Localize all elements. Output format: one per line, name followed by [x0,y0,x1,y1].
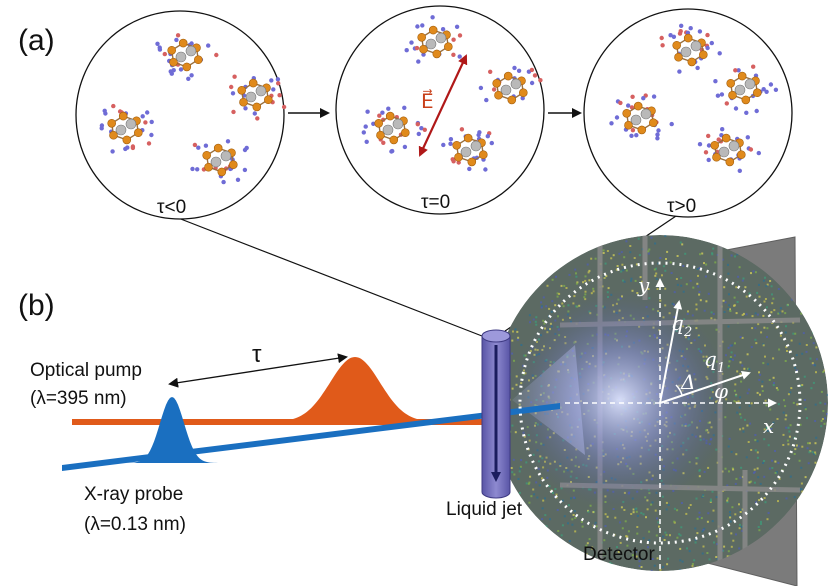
tau-negative-label: τ<0 [157,197,186,218]
molecule [659,23,722,74]
delay-tau-label: τ [252,341,262,368]
pump-beam [72,419,492,425]
panel-a-label: (a) [18,24,55,57]
jet-label: Liquid jet [446,499,523,520]
q2-label: q [671,311,684,335]
molecule [361,105,427,154]
scattering-cone [512,345,585,455]
y-axis-label: y [637,273,650,297]
molecule [713,64,779,116]
q2-subscript: 2 [683,325,692,340]
pump-wavelength: (λ=395 nm) [30,388,127,409]
detector-label: Detector [583,544,655,565]
q1-vector [659,370,751,404]
pump-pulse [285,357,425,422]
q2-vector [659,300,683,404]
molecule [155,33,219,82]
molecule [190,139,249,185]
probe-wavelength: (λ=0.13 nm) [84,514,186,535]
delay-arrow [168,353,348,388]
delta-arc [675,384,683,396]
tau-positive-label: τ>0 [667,196,696,217]
probe-pulse [124,397,220,463]
molecule [697,127,761,173]
field-label: E⃗ [421,88,434,113]
delta-label: Δ [680,370,695,394]
probe-label: X-ray probe [84,484,183,505]
x-axis-label: x [763,414,774,438]
scattering-glow [510,290,730,510]
molecule [99,103,154,154]
q1-subscript: 1 [717,361,725,376]
liquid-jet-top [481,329,511,343]
field-arrow [418,54,468,157]
pump-label: Optical pump [30,360,142,381]
molecule [609,93,674,141]
tau-zero-label: τ=0 [421,192,450,213]
phi-label: φ [714,379,728,403]
molecule [478,65,543,105]
connector-line-left [172,215,483,337]
panel-b-label: (b) [18,289,55,322]
q-ring-outer [518,261,802,545]
q1-label: q [704,347,717,371]
molecule [229,74,287,121]
circle-tau-positive [583,8,793,218]
